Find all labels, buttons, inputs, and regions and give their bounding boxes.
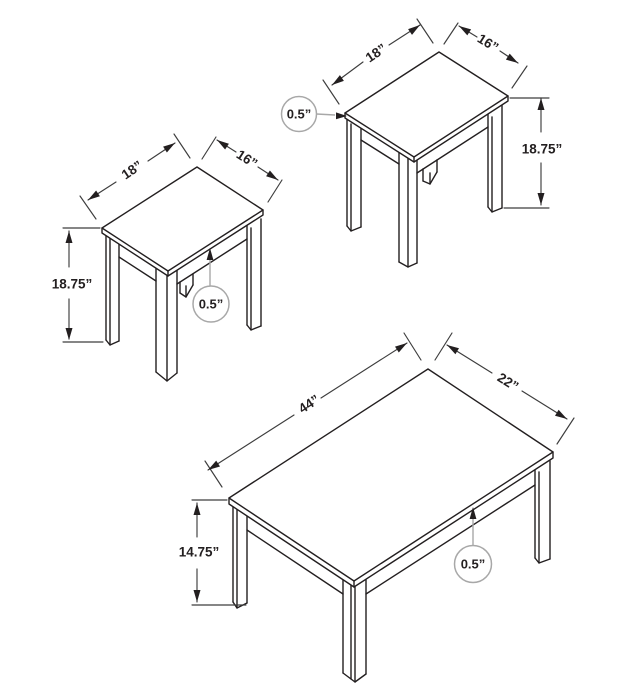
dim-height: 18.75”	[503, 97, 563, 209]
thickness-label: 0.5”	[287, 107, 312, 122]
dim-height: 14.75”	[179, 499, 247, 606]
leg-front	[155, 267, 178, 382]
tabletop	[344, 51, 509, 163]
leg-front	[342, 579, 367, 683]
leg-left	[105, 234, 120, 346]
width-label: 18”	[363, 41, 389, 66]
end-table-top-right: 18” 16” 18.75” 0.5”	[280, 18, 563, 268]
dim-height: 18.75”	[52, 227, 104, 343]
leg-left	[232, 505, 248, 609]
apron	[246, 484, 536, 595]
depth-label: 16”	[234, 147, 260, 171]
tabletop	[228, 368, 554, 588]
thickness-callout: 0.5”	[453, 507, 493, 584]
end-table-left: 18” 16” 18.75” 0.5”	[52, 133, 283, 382]
leg-right	[487, 104, 503, 213]
thickness-label: 0.5”	[199, 297, 224, 312]
thickness-label: 0.5”	[461, 557, 486, 572]
leg-left	[346, 119, 362, 232]
height-label: 14.75”	[179, 545, 220, 560]
dim-depth: 16”	[443, 22, 528, 89]
height-label: 18.75”	[522, 142, 563, 157]
width-label: 18”	[119, 158, 145, 183]
leg-right	[246, 218, 262, 331]
leg-rear	[179, 273, 194, 298]
thickness-callout: 0.5”	[280, 95, 347, 133]
coffee-table: 44” 22” 14.75” 0.5”	[179, 332, 575, 683]
tabletop	[101, 166, 264, 277]
thickness-callout: 0.5”	[192, 248, 230, 323]
apron	[360, 126, 489, 174]
depth-label: 16”	[475, 31, 501, 55]
leg-right	[534, 460, 551, 564]
width-label: 44”	[296, 392, 322, 416]
apron	[118, 238, 248, 285]
leg-front	[398, 152, 418, 268]
height-label: 18.75”	[52, 277, 93, 292]
leg-rear	[422, 159, 438, 185]
depth-label: 22”	[495, 370, 521, 394]
